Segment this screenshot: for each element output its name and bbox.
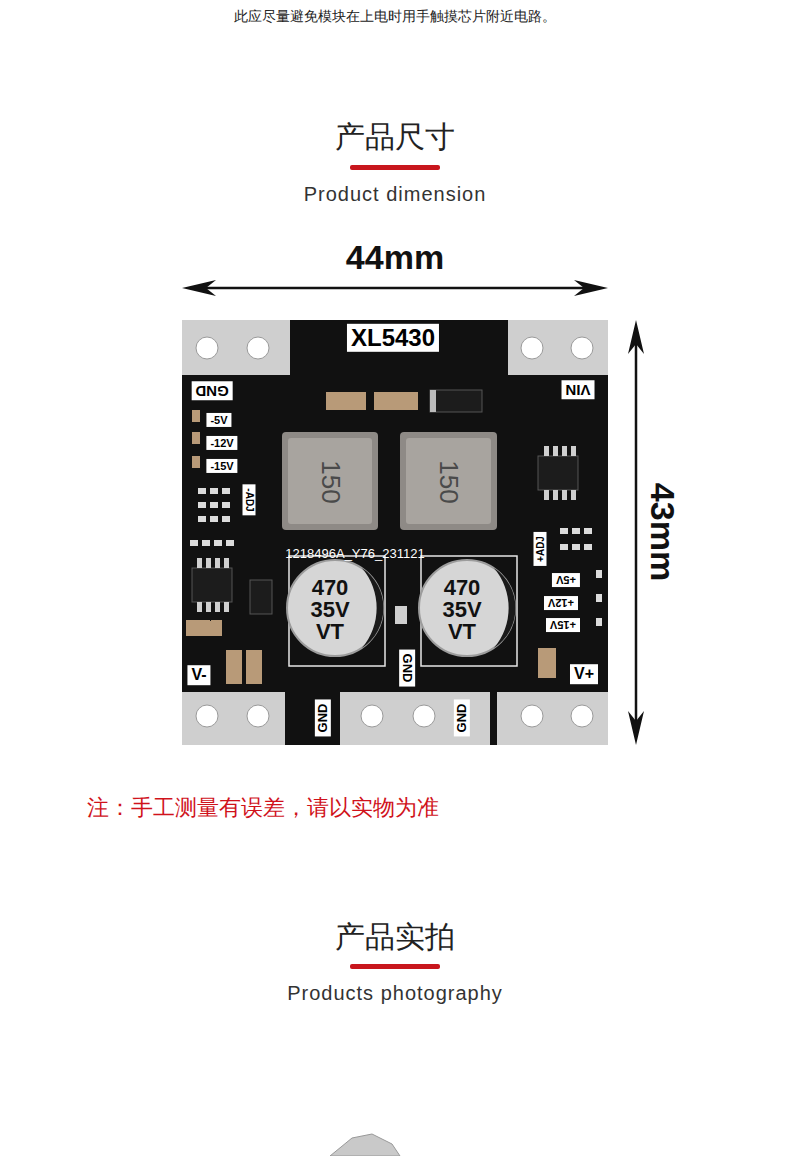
silkscreen-tag: VIN (561, 381, 594, 400)
section-heading: 产品实拍 (335, 920, 455, 955)
dimension-label: 43mm (642, 483, 681, 581)
note-text: 注：手工测量有误差，请以实物为准 (87, 795, 439, 820)
section-subheading: Products photography (287, 982, 503, 1005)
inductor-marking: 150 (433, 460, 463, 503)
silkscreen-tag: -12V (206, 436, 237, 450)
silkscreen-tag: -ADJ (243, 484, 256, 515)
pin-name: GND (400, 654, 415, 683)
pin-name: XL5430 (351, 324, 435, 351)
capacitor-marking: 470 35V VT (437, 577, 487, 643)
silkscreen-tag: -15V (206, 459, 237, 473)
silkscreen-tag: GND (399, 650, 415, 687)
pin-name: VIN (565, 382, 590, 399)
silkscreen-tag: +12V (544, 596, 578, 610)
inductor-marking: 150 (315, 460, 345, 503)
capacitor-marking: 470 35V VT (305, 577, 355, 643)
notice-text: 此应尽量避免模块在上电时用手触摸芯片附近电路。 (234, 8, 556, 24)
pin-name: +12V (548, 597, 574, 609)
silkscreen-tag: GND (191, 382, 232, 401)
section-heading: 产品尺寸 (335, 120, 455, 155)
photo-fragment (330, 1134, 400, 1156)
pcb-board (182, 320, 608, 745)
pin-name: GND (195, 383, 228, 400)
pin-name: -5V (210, 414, 227, 426)
silkscreen-tag: V+ (570, 664, 598, 684)
section-subheading: Product dimension (304, 183, 487, 206)
pin-name: +15V (550, 619, 576, 631)
dimension-label: 44mm (346, 238, 444, 277)
pin-name: +5V (556, 574, 576, 586)
silkscreen-tag: +5V (552, 573, 580, 587)
pin-name: -15V (210, 460, 233, 472)
pin-name: GND (315, 704, 330, 733)
silkscreen-tag: +15V (546, 618, 580, 632)
silkscreen-tag: GND (315, 700, 331, 737)
heading-bar (350, 964, 440, 969)
silkscreen-tag: -5V (206, 413, 231, 427)
pin-name: GND (454, 704, 469, 733)
pin-name: -ADJ (244, 488, 255, 511)
dimension-arrow (182, 280, 608, 296)
board-serial: 1218496A_Y76_231121 (285, 547, 424, 562)
silkscreen-tag: +ADJ (534, 532, 547, 566)
pin-name: V- (191, 666, 206, 683)
silkscreen-tag: XL5430 (347, 324, 439, 352)
pin-name: +ADJ (535, 536, 546, 562)
pin-name: V+ (574, 665, 594, 682)
silkscreen-tag: GND (454, 700, 470, 737)
silkscreen-tag: V- (187, 665, 210, 685)
dimension-arrow (628, 320, 644, 745)
heading-bar (350, 165, 440, 170)
pin-name: -12V (210, 437, 233, 449)
